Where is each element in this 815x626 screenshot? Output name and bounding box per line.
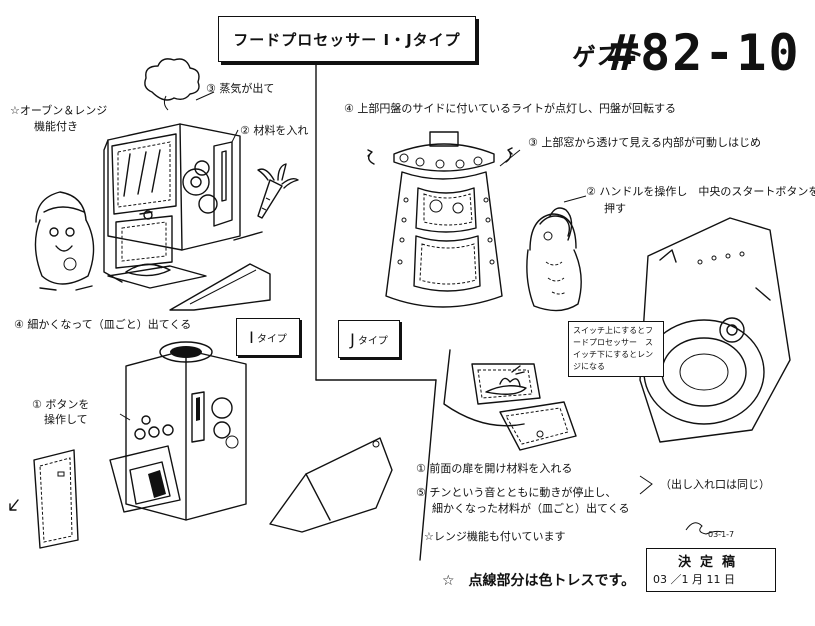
stamp-label: 決定稿: [677, 555, 744, 570]
note-oven-range: ☆オーブン＆レンジ: [10, 104, 108, 117]
i-type-machine-front: [103, 123, 271, 311]
note-step1-button: ① ボタンを: [32, 398, 90, 411]
leader-line: [639, 475, 653, 495]
note-step3-window: ③ 上部窓から透けて見える内部が可動しはじめ: [528, 136, 762, 149]
i-type-chute-part: [269, 437, 393, 533]
j-type-door-open-view: [443, 349, 577, 451]
note-step2-handle-2: 押す: [604, 202, 626, 215]
j-type-label-suffix: タイプ: [357, 335, 388, 347]
stamp-date: 03 ／1 月 11 日: [653, 573, 735, 586]
leader-line: [231, 129, 239, 143]
signature-date: 03-1-7: [708, 530, 735, 539]
i-type-machine-back: [109, 341, 247, 521]
leader-line: [195, 91, 215, 101]
note-step1-door: ① 前面の扉を開け材料を入れる: [416, 462, 573, 475]
note-step5-chime: ⑤ チンという音とともに動きが停止し、: [416, 486, 617, 499]
leader-line: [499, 149, 521, 167]
sheet-title-box: フードプロセッサー I・Jタイプ: [218, 16, 476, 62]
sheet-title: フードプロセッサー I・Jタイプ: [233, 30, 461, 49]
i-type-door-part: [9, 449, 79, 549]
switch-callout: スイッチ上にするとフードプロセッサー スイッチ下にするとレンジになる: [568, 321, 664, 377]
leader-line: [119, 413, 131, 421]
note-range-function: ☆レンジ機能も付いています: [424, 530, 566, 543]
steam-cloud: [144, 58, 200, 111]
panel-divider-lower: [419, 379, 437, 561]
note-step3-steam: ③ 蒸気が出て: [206, 82, 275, 95]
j-type-machine-back: [639, 217, 791, 443]
penguin-character-right: [526, 207, 582, 312]
note-step4-dish: ④ 細かくなって（皿ごと）出てくる: [14, 318, 192, 331]
note-step1-button-2: 操作して: [44, 413, 88, 426]
signature-scribble: [685, 522, 723, 535]
leader-line: [563, 195, 587, 203]
i-type-label: I: [249, 327, 254, 347]
j-type-label: J: [350, 329, 355, 349]
footer-note: ☆ 点線部分は色トレスです。: [442, 573, 636, 589]
penguin-character-left: [34, 191, 95, 291]
note-outlet-same: （出し入れ口は同じ）: [660, 478, 770, 491]
i-type-label-suffix: タイプ: [256, 333, 287, 345]
note-step2-handle: ② ハンドルを操作し 中央のスタートボタンを: [586, 185, 815, 198]
carrot-ingredient: [257, 163, 299, 219]
j-type-dome-machine: [367, 131, 513, 308]
note-step5-chime-2: 細かくなった材料が（皿ごと）出てくる: [432, 502, 630, 515]
approval-stamp: 決定稿 03 ／1 月 11 日: [646, 548, 776, 592]
guest-number: #82-10: [608, 24, 801, 82]
note-step2-ingredients: ② 材料を入れ: [240, 124, 309, 137]
note-oven-range-2: 機能付き: [34, 120, 78, 133]
note-step4-top-disc: ④ 上部円盤のサイドに付いているライトが点灯し、円盤が回転する: [344, 102, 677, 115]
